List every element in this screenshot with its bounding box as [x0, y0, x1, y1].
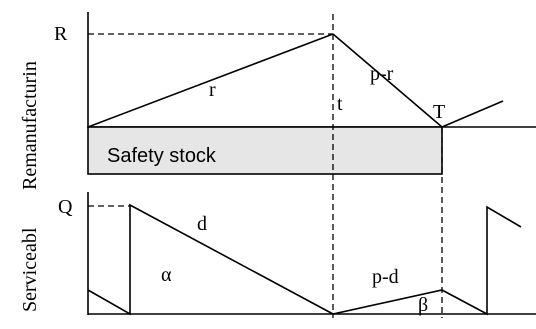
- label-p-minus-r: p-r: [370, 63, 394, 85]
- bottom-axis-title: Serviceabl: [19, 227, 41, 312]
- label-beta: β: [418, 294, 428, 316]
- label-Q: Q: [58, 196, 73, 218]
- safety-stock-box: [87, 126, 443, 175]
- label-p-minus-d: p-d: [372, 266, 399, 288]
- label-T: T: [433, 101, 445, 123]
- ramp-p-minus-r: [332, 33, 443, 128]
- top-axis-title: Remanufacturin: [19, 61, 41, 190]
- label-d: d: [197, 213, 207, 235]
- safety-stock-label: Safety stock: [107, 145, 217, 167]
- ramp-r: [87, 33, 334, 128]
- label-t: t: [337, 93, 343, 115]
- top-panel: Safety stock R r p-r t T Remanufacturin: [19, 12, 536, 190]
- serviceable-inventory-curve: [87, 203, 522, 316]
- label-r: r: [209, 79, 216, 101]
- label-alpha: α: [161, 264, 172, 286]
- bottom-panel: Q d α p-d β Serviceabl: [19, 192, 536, 316]
- label-R: R: [54, 23, 68, 45]
- ramp-next-cycle: [441, 100, 504, 128]
